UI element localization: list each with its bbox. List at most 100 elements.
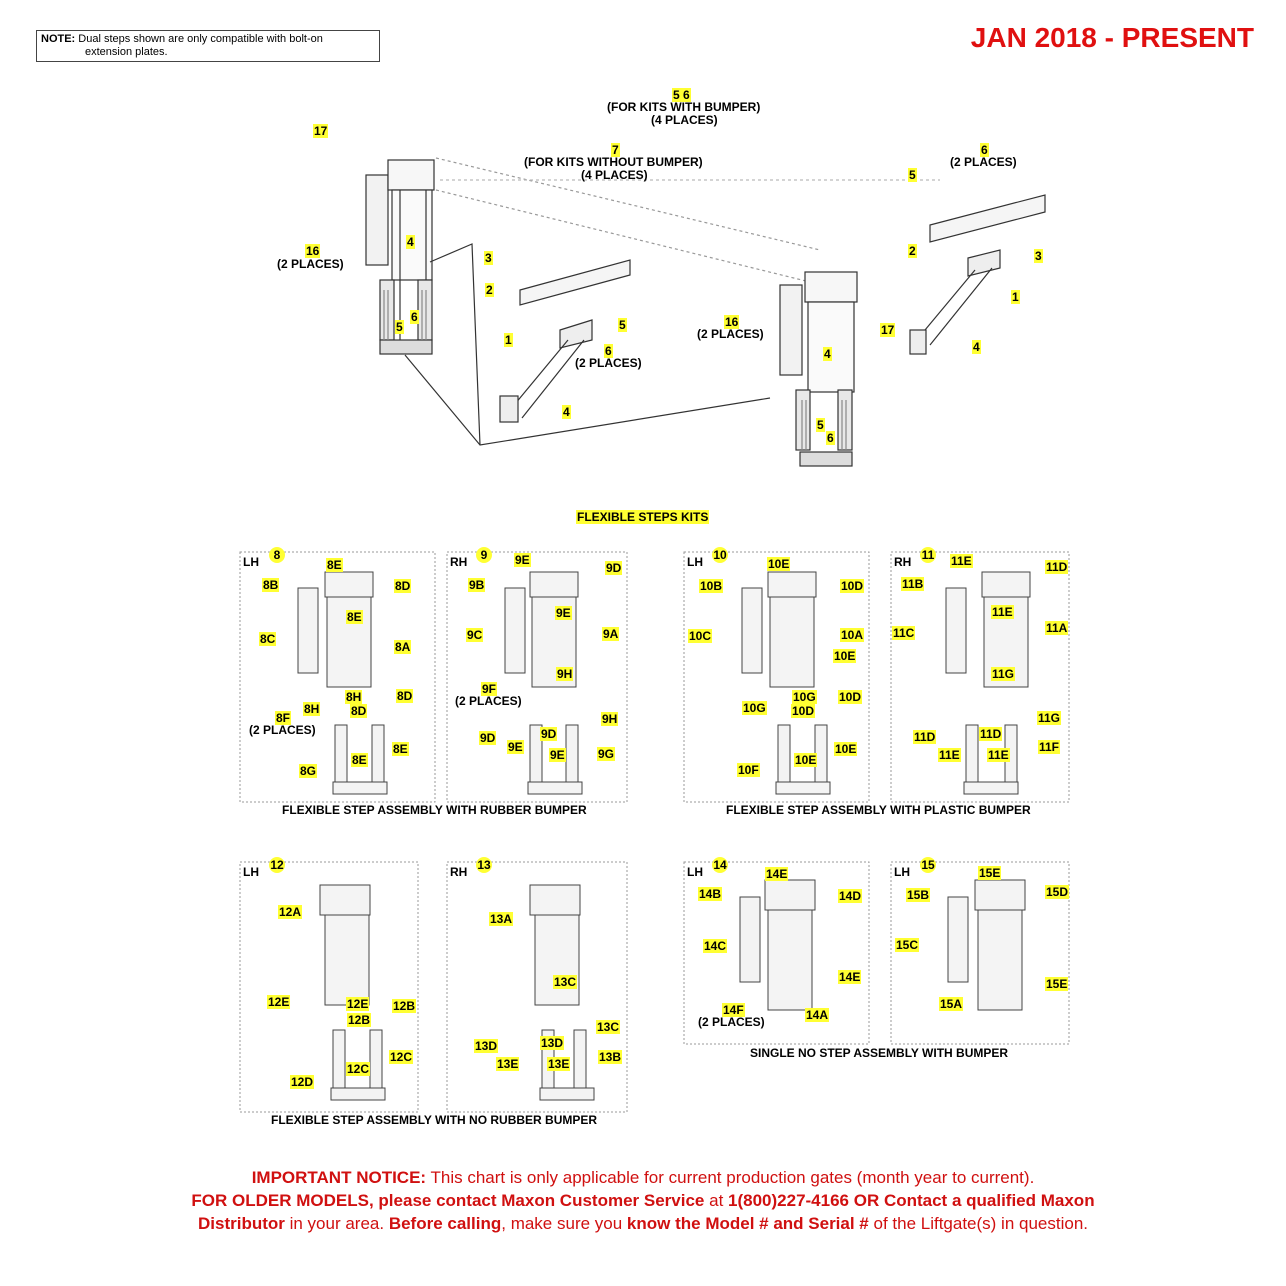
- k12-label: 12B: [347, 1013, 372, 1027]
- k13-label: 13A: [489, 912, 514, 926]
- k11-label: 11D: [913, 730, 937, 744]
- k12-label: 12E: [267, 995, 291, 1009]
- callout-lm-3: 3: [484, 251, 493, 265]
- k12-label: 12A: [278, 905, 303, 919]
- k15-label: 15E: [1045, 977, 1069, 991]
- kit15-number: 15: [920, 857, 936, 873]
- k8-label: 8D: [350, 704, 368, 718]
- callout-lm-2: 2: [485, 283, 494, 297]
- callout-r-3: 3: [1034, 249, 1043, 263]
- k8-label: 8F: [275, 711, 292, 725]
- k13-label: 13D: [474, 1039, 499, 1053]
- k13-label: 13C: [553, 975, 578, 989]
- callout-r-6: 6: [980, 143, 989, 157]
- k8-label: 8C: [259, 632, 277, 646]
- k12-label: 12C: [346, 1062, 371, 1076]
- k9-label: 9C: [466, 628, 484, 642]
- k11-label: 11G: [1037, 711, 1062, 725]
- k11-label: 11C: [892, 626, 916, 640]
- k9-label: 9H: [601, 712, 619, 726]
- kit10-number: 10: [712, 547, 728, 563]
- k15-label: 15C: [895, 938, 920, 952]
- k14-label: 14E: [838, 970, 862, 984]
- k13-label: 13C: [596, 1020, 621, 1034]
- kit-boxes: [239, 551, 1070, 1113]
- notice-line2: FOR OLDER MODELS, please contact Maxon C…: [191, 1191, 1095, 1210]
- k14-label: 14C: [703, 939, 728, 953]
- callout-7-note2: (4 PLACES): [581, 168, 648, 182]
- kit10-side: LH: [687, 555, 703, 569]
- callout-lm-1: 1: [504, 333, 513, 347]
- caption-rubber-bumper: FLEXIBLE STEP ASSEMBLY WITH RUBBER BUMPE…: [282, 803, 587, 817]
- date-range-title: JAN 2018 - PRESENT: [970, 22, 1254, 53]
- kit9-side: RH: [450, 555, 468, 569]
- k10-label: 10D: [791, 704, 816, 718]
- k14-label: 14E: [765, 867, 789, 881]
- k9-label: 9E: [507, 740, 524, 754]
- k11-label: 11D: [1045, 560, 1069, 574]
- caption-plastic-bumper: FLEXIBLE STEP ASSEMBLY WITH PLASTIC BUMP…: [726, 803, 1031, 817]
- k11-label: 11E: [991, 605, 1014, 619]
- k14-note: (2 PLACES): [698, 1015, 765, 1029]
- k9-label: 9D: [479, 731, 497, 745]
- k8-label: 8E: [351, 753, 368, 767]
- callout-r-4: 4: [972, 340, 981, 354]
- callout-5-6: 5 6: [672, 88, 691, 102]
- k13-label: 13B: [598, 1050, 623, 1064]
- kit8-side: LH: [243, 555, 259, 569]
- k11-label: 11E: [987, 748, 1010, 762]
- note-line1: Dual steps shown are only compatible wit…: [78, 33, 323, 45]
- k10-label: 10G: [792, 690, 817, 704]
- k8-label: 8D: [394, 579, 412, 593]
- kit12-side: LH: [243, 865, 259, 879]
- callout-r-2: 2: [908, 244, 917, 258]
- k10-label: 10D: [840, 579, 865, 593]
- k12-label: 12E: [346, 997, 370, 1011]
- k10-label: 10E: [834, 742, 858, 756]
- callout-left-16: 16: [305, 244, 321, 258]
- callout-7-note1: (FOR KITS WITHOUT BUMPER): [524, 155, 703, 169]
- section-title: FLEXIBLE STEPS KITS: [576, 510, 710, 524]
- kit15-side: LH: [894, 865, 910, 879]
- k10-label: 10B: [699, 579, 724, 593]
- k9-label: 9B: [468, 578, 486, 592]
- k9-label: 9D: [605, 561, 623, 575]
- k8-label: 8E: [392, 742, 409, 756]
- callout-rm-5: 5: [816, 418, 825, 432]
- kit-step-drawings: [297, 571, 1031, 1101]
- k13-label: 13E: [496, 1057, 520, 1071]
- k11-label: 11E: [950, 554, 973, 568]
- callout-7: 7: [611, 143, 620, 157]
- kit12-number: 12: [269, 857, 285, 873]
- k9-label: 9E: [514, 553, 531, 567]
- important-notice: IMPORTANT NOTICE: This chart is only app…: [0, 1166, 1286, 1235]
- kit13-number: 13: [476, 857, 492, 873]
- kit13-side: RH: [450, 865, 468, 879]
- k8-label: 8A: [394, 640, 412, 654]
- k15-label: 15E: [978, 866, 1002, 880]
- left-mount-plate: [387, 159, 435, 191]
- callout-r-6-note: (2 PLACES): [950, 155, 1017, 169]
- k10-label: 10D: [838, 690, 863, 704]
- k11-label: 11D: [979, 727, 1003, 741]
- k11-label: 11G: [991, 667, 1016, 681]
- left-bumper-block: [365, 174, 389, 266]
- k10-label: 10C: [688, 629, 713, 643]
- k10-label: 10E: [833, 649, 857, 663]
- k13-label: 13E: [547, 1057, 571, 1071]
- k15-label: 15D: [1045, 885, 1070, 899]
- k14-label: 14B: [698, 887, 723, 901]
- k8-label: 8D: [396, 689, 414, 703]
- callout-lm-6: 6: [604, 344, 613, 358]
- k8-note: (2 PLACES): [249, 723, 316, 737]
- k14-label: 14F: [722, 1003, 745, 1017]
- k8-label: 8E: [326, 558, 343, 572]
- kit9-number: 9: [476, 547, 492, 563]
- k9-label: 9E: [549, 748, 566, 762]
- kit11-side: RH: [894, 555, 912, 569]
- k15-label: 15B: [906, 888, 931, 902]
- callout-r-1: 1: [1011, 290, 1020, 304]
- callout-rm-16-note: (2 PLACES): [697, 327, 764, 341]
- k14-label: 14D: [838, 889, 863, 903]
- k10-label: 10A: [840, 628, 865, 642]
